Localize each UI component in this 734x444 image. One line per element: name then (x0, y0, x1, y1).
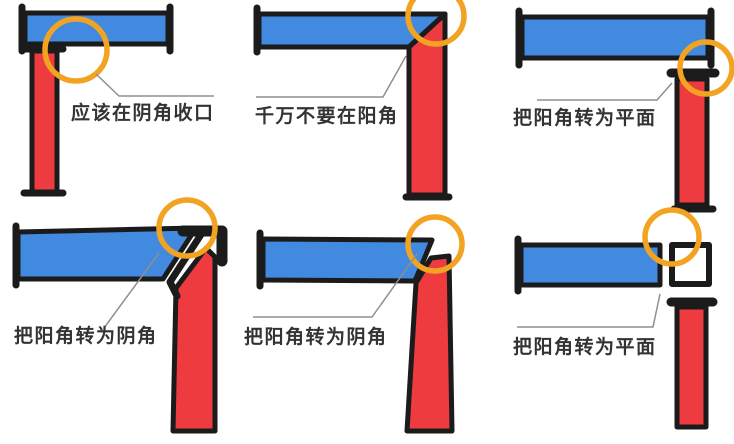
corner-angle-trim (166, 226, 208, 300)
highlight-circle-icon (677, 39, 734, 97)
vertical-tile (674, 304, 709, 430)
highlight-circle-icon (42, 16, 110, 84)
caption-top-right: 把阳角转为平面 (513, 108, 657, 129)
highlight-circle-icon (405, 214, 465, 274)
caption-top-middle: 千万不要在阳角 (255, 106, 399, 127)
caption-bottom-right: 把阳角转为平面 (513, 337, 657, 358)
leader-line (253, 253, 418, 318)
panel-1-figure (18, 3, 214, 197)
horizontal-tile (518, 242, 663, 288)
horizontal-tile (519, 14, 711, 61)
panel-6-figure (514, 207, 718, 430)
panel-5-figure (253, 214, 465, 434)
vertical-tile (170, 245, 218, 434)
leader-line (256, 55, 407, 98)
vertical-tile (674, 76, 710, 208)
caption-top-left: 应该在阴角收口 (71, 103, 215, 124)
leader-line (517, 293, 661, 328)
caption-bottom-left: 把阳角转为阴角 (14, 326, 158, 347)
highlight-circle-icon (405, 0, 467, 47)
caption-bottom-middle: 把阳角转为阴角 (244, 327, 388, 348)
vertical-tile (404, 253, 455, 434)
panel-4-figure (12, 197, 228, 434)
corner-overhang-trim (177, 225, 228, 267)
leader-line (95, 73, 214, 97)
horizontal-tile (15, 225, 199, 282)
leader-line (537, 82, 673, 101)
panel-3-figure (515, 7, 734, 213)
highlight-circle-icon (156, 197, 218, 259)
leader-line (103, 252, 160, 329)
panel-2-figure (253, 0, 467, 201)
highlight-circle-icon (642, 207, 702, 267)
